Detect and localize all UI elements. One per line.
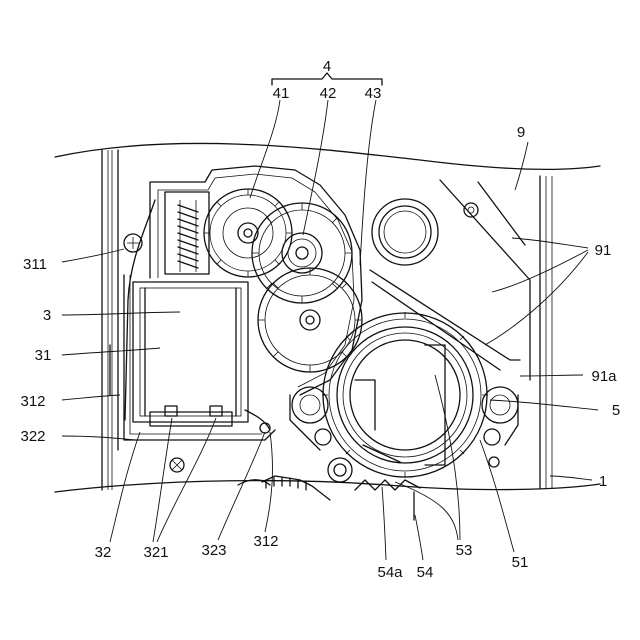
label-41: 41 bbox=[273, 85, 290, 102]
screw bbox=[170, 458, 184, 472]
label-91: 91 bbox=[595, 242, 612, 259]
label-312-bottom: 312 bbox=[253, 533, 278, 550]
label-311: 311 bbox=[23, 256, 47, 273]
label-54: 54 bbox=[417, 564, 434, 581]
label-4: 4 bbox=[323, 58, 331, 75]
label-1: 1 bbox=[599, 473, 607, 490]
label-5: 5 bbox=[612, 402, 620, 419]
label-322: 322 bbox=[20, 428, 45, 445]
label-42: 42 bbox=[320, 85, 337, 102]
gear-41 bbox=[204, 189, 292, 277]
gear-42 bbox=[252, 203, 352, 303]
label-3: 3 bbox=[43, 307, 51, 324]
label-323: 323 bbox=[201, 542, 226, 559]
label-32: 32 bbox=[95, 544, 112, 561]
label-53: 53 bbox=[456, 542, 473, 559]
label-321: 321 bbox=[143, 544, 168, 561]
label-43: 43 bbox=[365, 85, 382, 102]
label-54a: 54a bbox=[377, 564, 403, 581]
label-9: 9 bbox=[517, 124, 525, 141]
motor-31 bbox=[133, 282, 248, 426]
pinion-gear bbox=[328, 458, 352, 482]
gear-5 bbox=[322, 312, 488, 478]
gear-43 bbox=[258, 268, 362, 372]
plate-9-slots bbox=[370, 180, 530, 380]
label-91a: 91a bbox=[591, 368, 617, 385]
spring bbox=[178, 200, 198, 272]
round-boss bbox=[372, 199, 438, 265]
mounting-lugs bbox=[290, 387, 518, 467]
rack-54 bbox=[238, 476, 420, 520]
label-31: 31 bbox=[35, 347, 52, 364]
label-312-left: 312 bbox=[20, 393, 45, 410]
label-51: 51 bbox=[512, 554, 529, 571]
